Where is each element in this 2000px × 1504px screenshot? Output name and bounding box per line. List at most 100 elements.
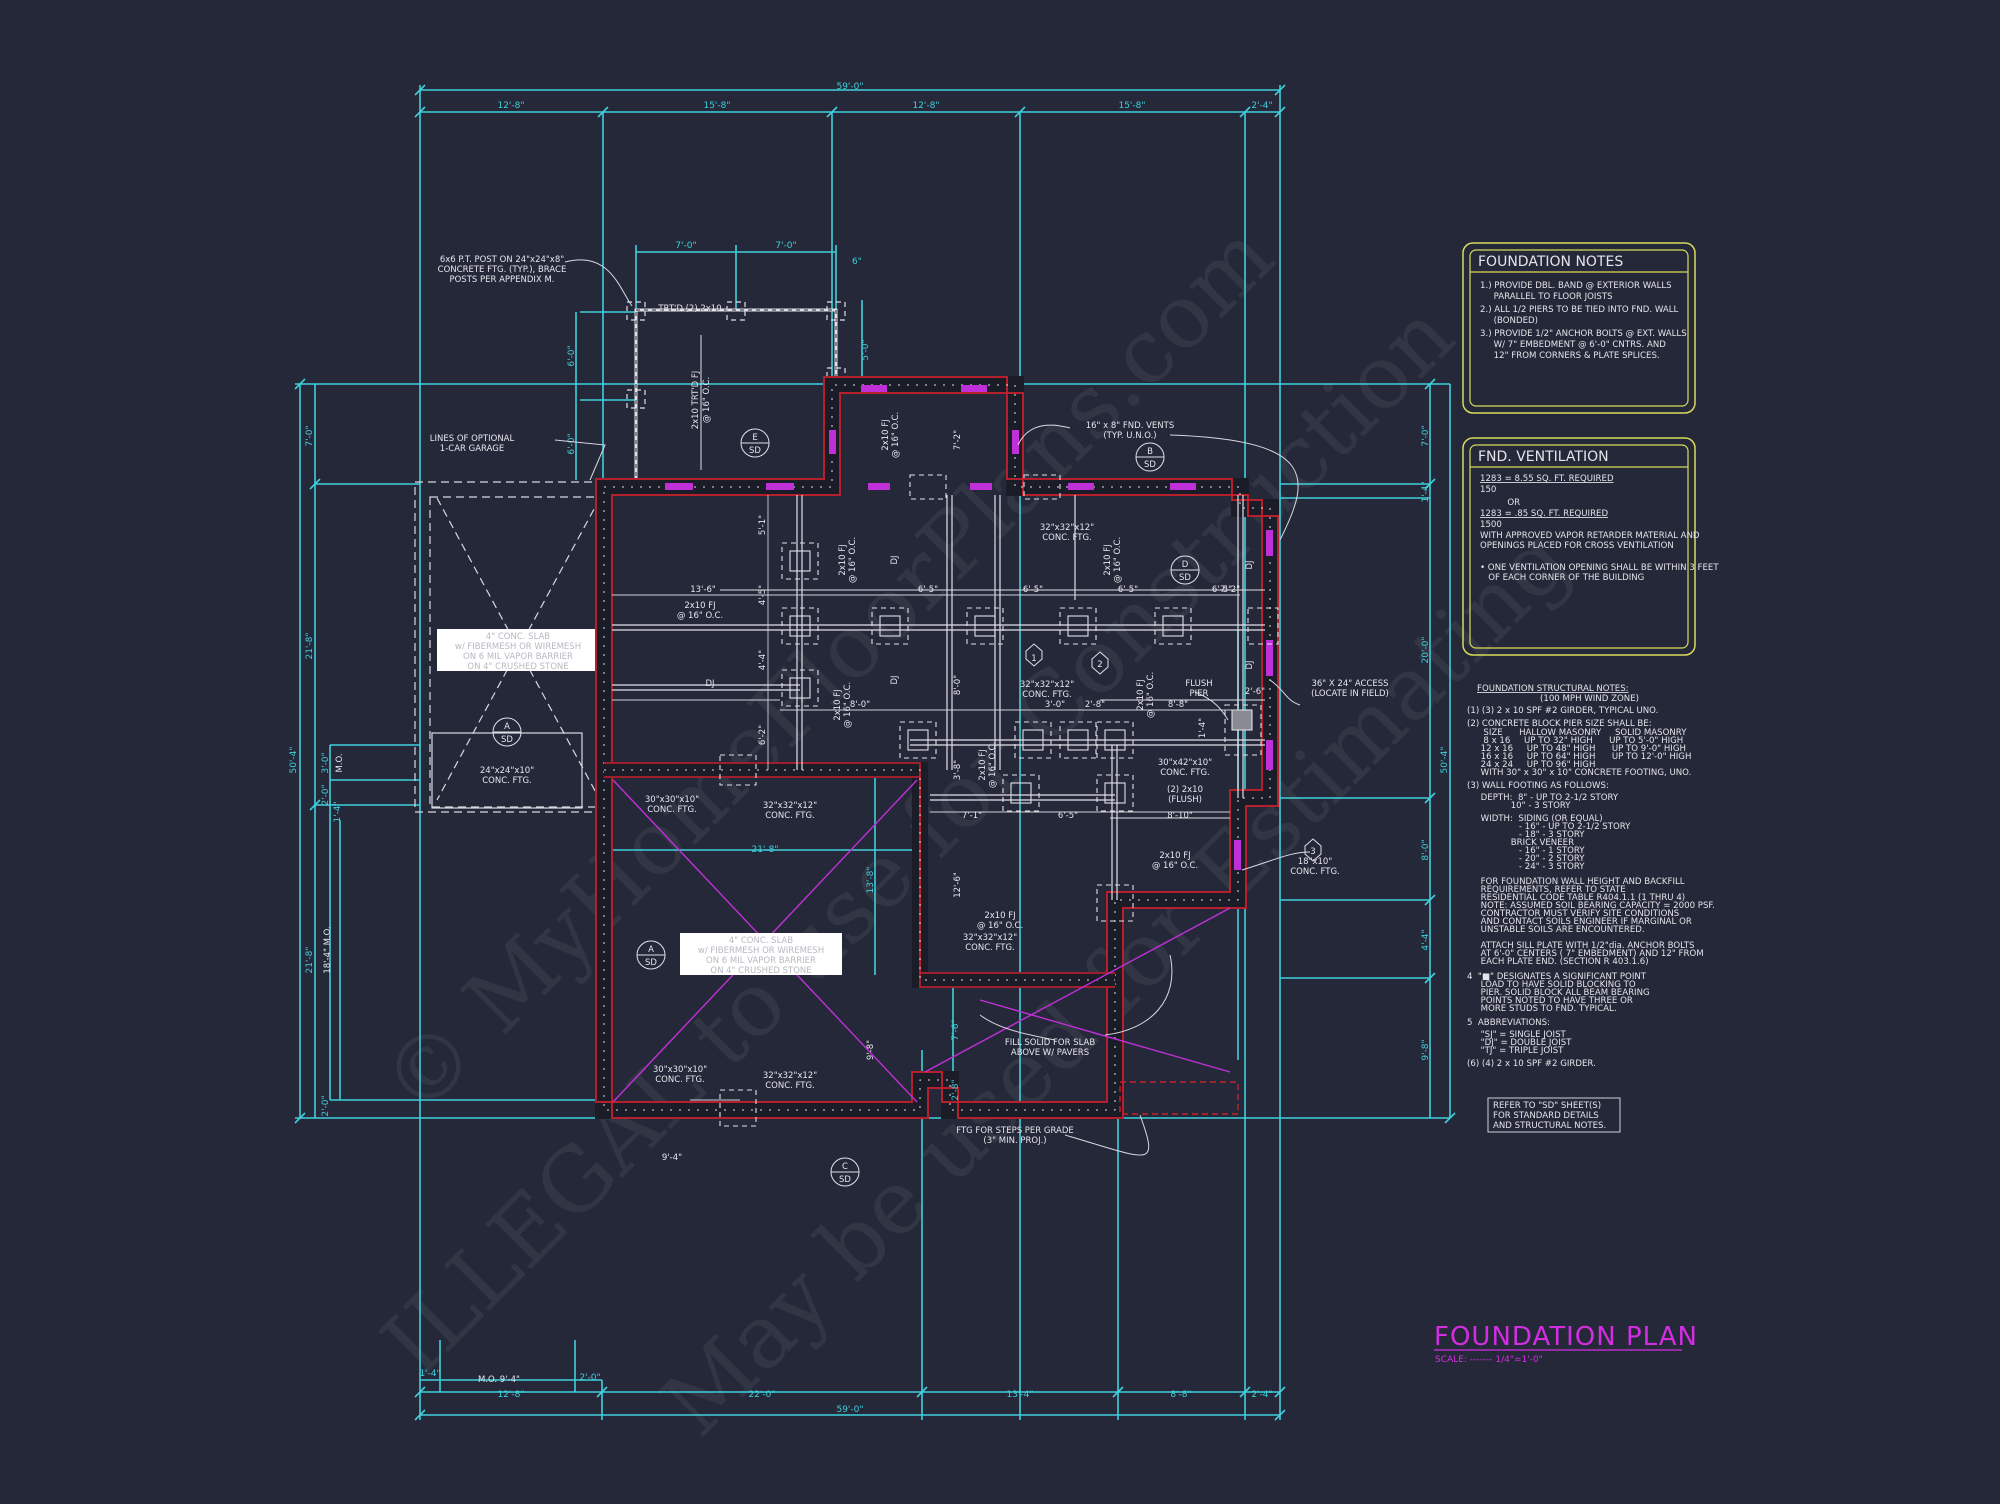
- svg-text:10" - 3 STORY: 10" - 3 STORY: [1467, 801, 1571, 811]
- svg-text:SD: SD: [501, 735, 513, 745]
- svg-text:21'-8": 21'-8": [305, 632, 315, 659]
- svg-text:AND CONTACT SOILS ENGINEER IF: AND CONTACT SOILS ENGINEER IF MARGINAL O…: [1467, 917, 1692, 927]
- svg-text:2x10 FJ: 2x10 FJ: [1103, 544, 1113, 575]
- svg-text:DJ: DJ: [890, 675, 900, 684]
- svg-text:BRICK VENEER: BRICK VENEER: [1467, 838, 1574, 848]
- svg-text:(1) (3) 2 x 10 SPF #2 GIRDER,: (1) (3) 2 x 10 SPF #2 GIRDER, TYPICAL UN…: [1467, 706, 1658, 716]
- svg-text:7'-2": 7'-2": [1220, 585, 1240, 595]
- svg-text:8'-8": 8'-8": [1168, 700, 1188, 710]
- svg-text:24 x 24 UP TO 96" HIGH: 24 x 24 UP TO 96" HIGH: [1467, 760, 1595, 770]
- svg-text:7'-1": 7'-1": [962, 811, 982, 821]
- svg-text:1'-4": 1'-4": [1198, 718, 1208, 738]
- svg-text:SD: SD: [645, 958, 657, 968]
- svg-text:E: E: [752, 433, 757, 443]
- svg-text:DEPTH: 8" - UP TO 2-1/2 STORY: DEPTH: 8" - UP TO 2-1/2 STORY: [1467, 793, 1619, 803]
- svg-text:8'-10": 8'-10": [1167, 811, 1193, 821]
- svg-text:1283 = 8.55 SQ. FT. REQUIRED: 1283 = 8.55 SQ. FT. REQUIRED: [1480, 474, 1614, 484]
- svg-text:CONC. FTG.: CONC. FTG.: [765, 811, 815, 821]
- svg-text:PARALLEL TO FLOOR JOISTS: PARALLEL TO FLOOR JOISTS: [1480, 292, 1613, 302]
- svg-text:50'-4": 50'-4": [1440, 746, 1450, 773]
- svg-text:8'-8": 8'-8": [1170, 1390, 1191, 1400]
- svg-text:CONC. FTG.: CONC. FTG.: [655, 1075, 705, 1085]
- svg-text:SIZE HALLOW MASONRY S: SIZE HALLOW MASONRY SOLID MASONRY: [1467, 728, 1687, 738]
- svg-text:ABOVE W/ PAVERS: ABOVE W/ PAVERS: [1011, 1048, 1089, 1058]
- svg-text:SD: SD: [1179, 573, 1191, 583]
- svg-text:C: C: [842, 1162, 848, 1172]
- fnd-ventilation-panel: FND. VENTILATION 1283 = 8.55 SQ. FT. REQ…: [1462, 437, 1719, 656]
- svg-text:OF EACH CORNER OF THE BUILDING: OF EACH CORNER OF THE BUILDING: [1480, 573, 1644, 583]
- svg-text:1.) PROVIDE DBL. BAND @ EXTERI: 1.) PROVIDE DBL. BAND @ EXTERIOR WALLS: [1480, 281, 1672, 291]
- svg-text:FOUNDATION NOTES: FOUNDATION NOTES: [1478, 254, 1623, 270]
- svg-text:SCALE: ------- 1/4"=1'-0": SCALE: ------- 1/4"=1'-0": [1435, 1355, 1543, 1365]
- dimension-lines: [295, 85, 1451, 1420]
- svg-text:2'-0": 2'-0": [321, 1095, 331, 1116]
- svg-text:5 ABBREVIATIONS:: 5 ABBREVIATIONS:: [1467, 1018, 1550, 1028]
- svg-text:8'-0": 8'-0": [953, 675, 963, 695]
- svg-text:FLUSH: FLUSH: [1185, 679, 1212, 689]
- svg-text:EACH PLATE END. (SECTION R 403: EACH PLATE END. (SECTION R 403.1.6): [1467, 957, 1649, 967]
- svg-text:15'-8": 15'-8": [703, 101, 730, 111]
- svg-text:(2) CONCRETE BLOCK PIER SIZE S: (2) CONCRETE BLOCK PIER SIZE SHALL BE:: [1467, 719, 1652, 729]
- svg-text:(LOCATE IN FIELD): (LOCATE IN FIELD): [1311, 689, 1389, 699]
- svg-text:REFER TO "SD" SHEET(S): REFER TO "SD" SHEET(S): [1493, 1101, 1601, 1111]
- svg-text:CONC. FTG.: CONC. FTG.: [765, 1081, 815, 1091]
- dimension-labels: 59'-0" 12'-8" 15'-8" 12'-8" 15'-8" 2'-4"…: [289, 82, 1450, 1415]
- svg-text:DJ: DJ: [1245, 660, 1255, 669]
- svg-text:ON 6 MIL VAPOR BARRIER: ON 6 MIL VAPOR BARRIER: [463, 652, 573, 662]
- svg-text:2.) ALL 1/2 PIERS TO BE TIED I: 2.) ALL 1/2 PIERS TO BE TIED INTO FND. W…: [1480, 305, 1679, 315]
- svg-text:ATTACH SILL PLATE WITH 1/2"dia: ATTACH SILL PLATE WITH 1/2"dia. ANCHOR B…: [1467, 941, 1694, 951]
- svg-text:32"x32"x12": 32"x32"x12": [1020, 680, 1074, 690]
- svg-text:12 x 16 UP TO 48" HIGH: 12 x 16 UP TO 48" HIGH UP TO 9'-0" HIGH: [1467, 744, 1686, 754]
- svg-text:32"x32"x12": 32"x32"x12": [963, 933, 1017, 943]
- svg-text:FTG FOR STEPS PER GRADE: FTG FOR STEPS PER GRADE: [956, 1126, 1074, 1136]
- svg-text:2x10 FJ: 2x10 FJ: [833, 689, 843, 720]
- svg-text:CONTRACTOR MUST VERIFY SITE CO: CONTRACTOR MUST VERIFY SITE CONDITIONS: [1467, 909, 1679, 919]
- svg-text:3: 3: [1310, 847, 1315, 857]
- svg-text:1: 1: [1031, 654, 1036, 664]
- svg-text:NOTE: ASSUMED SOIL BEARING CAP: NOTE: ASSUMED SOIL BEARING CAPACITY = 20…: [1467, 901, 1715, 911]
- svg-text:AND STRUCTURAL NOTES.: AND STRUCTURAL NOTES.: [1493, 1121, 1606, 1131]
- svg-text:21'-8": 21'-8": [305, 946, 315, 973]
- garage-slab-note: 4" CONC. SLAB w/ FIBERMESH OR WIREMESH O…: [437, 629, 599, 672]
- svg-text:8'-0": 8'-0": [850, 700, 870, 710]
- svg-text:PIER: PIER: [1190, 689, 1209, 699]
- svg-text:9'-8": 9'-8": [866, 1040, 876, 1060]
- svg-text:CONC. FTG.: CONC. FTG.: [965, 943, 1015, 953]
- svg-text:"DJ" = DOUBLE JOIST: "DJ" = DOUBLE JOIST: [1467, 1038, 1572, 1048]
- svg-text:22'-0": 22'-0": [748, 1390, 775, 1400]
- svg-text:15'-8": 15'-8": [1118, 101, 1145, 111]
- svg-text:2'-0": 2'-0": [321, 784, 331, 805]
- svg-text:1-CAR GARAGE: 1-CAR GARAGE: [440, 444, 504, 454]
- svg-text:2: 2: [1097, 660, 1102, 670]
- svg-text:"SJ" = SINGLE JOIST: "SJ" = SINGLE JOIST: [1467, 1030, 1567, 1040]
- svg-text:(3" MIN. PROJ.): (3" MIN. PROJ.): [983, 1136, 1046, 1146]
- hex-tag-labels: 1 2 3: [1031, 654, 1315, 857]
- svg-text:6'-5": 6'-5": [1023, 585, 1043, 595]
- svg-text:CONC. FTG.: CONC. FTG.: [482, 776, 532, 786]
- svg-text:@ 16" O.C.: @ 16" O.C.: [677, 611, 723, 621]
- svg-text:59'-0": 59'-0": [836, 82, 863, 92]
- step-footing: [1119, 1081, 1239, 1115]
- svg-text:FOUNDATION PLAN: FOUNDATION PLAN: [1434, 1322, 1698, 1352]
- svg-text:WITH 30" x 30" x 10" CONCRETE: WITH 30" x 30" x 10" CONCRETE FOOTING, U…: [1467, 768, 1691, 778]
- svg-text:"TJ" = TRIPLE JOIST: "TJ" = TRIPLE JOIST: [1467, 1046, 1564, 1056]
- svg-text:A: A: [504, 722, 510, 732]
- callouts: 6x6 P.T. POST ON 24"x24"x8" CONCRETE FTG…: [430, 255, 1389, 1146]
- svg-text:DJ: DJ: [705, 679, 714, 689]
- svg-text:12" FROM CORNERS & PLATE SPLIC: 12" FROM CORNERS & PLATE SPLICES.: [1480, 351, 1660, 361]
- svg-text:2'-4": 2'-4": [1251, 101, 1272, 111]
- svg-text:6'-2": 6'-2": [758, 725, 768, 745]
- svg-text:@ 16" O.C.: @ 16" O.C.: [988, 742, 998, 788]
- svg-text:TRT'D (2) 2x10: TRT'D (2) 2x10: [657, 304, 721, 314]
- svg-text:(2) 2x10: (2) 2x10: [1167, 785, 1203, 795]
- svg-text:6'-5": 6'-5": [1212, 585, 1232, 595]
- svg-text:2x10 FJ: 2x10 FJ: [984, 911, 1015, 921]
- svg-text:CONC. FTG.: CONC. FTG.: [1042, 533, 1092, 543]
- callout-labels: [554, 259, 1311, 1156]
- svg-text:D: D: [1182, 560, 1189, 570]
- svg-text:6x6 P.T. POST ON 24"x24"x8": 6x6 P.T. POST ON 24"x24"x8": [440, 255, 564, 265]
- svg-text:12'-8": 12'-8": [497, 1390, 524, 1400]
- svg-text:LINES OF OPTIONAL: LINES OF OPTIONAL: [430, 434, 515, 444]
- svg-text:3.) PROVIDE 1/2" ANCHOR BOLTS: 3.) PROVIDE 1/2" ANCHOR BOLTS @ EXT. WAL…: [1480, 329, 1687, 339]
- svg-text:12'-8": 12'-8": [497, 101, 524, 111]
